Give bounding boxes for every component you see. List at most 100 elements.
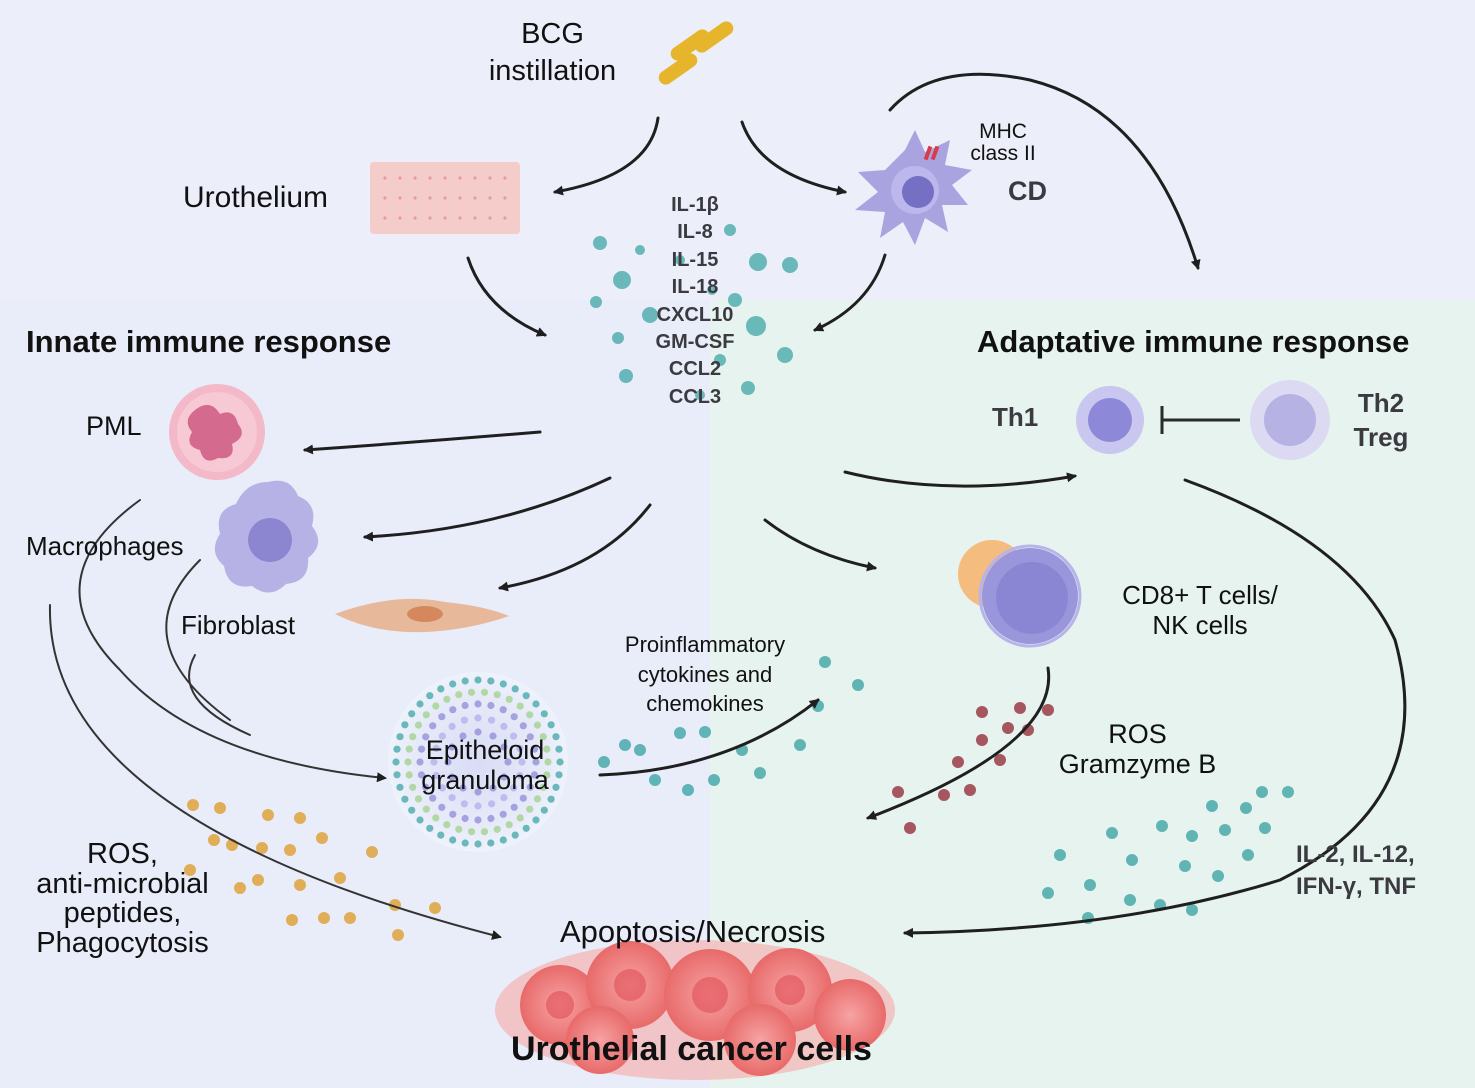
granuloma-dot: [426, 824, 434, 832]
urothelium-label: Urothelium: [183, 181, 329, 214]
granuloma-dot: [526, 783, 534, 791]
granuloma-dot: [504, 758, 512, 766]
granuloma-dot: [443, 821, 451, 829]
granuloma-dot: [489, 784, 497, 792]
granuloma-dot: [459, 784, 467, 792]
teal-dot: [1054, 849, 1066, 861]
granuloma-dot: [532, 700, 540, 708]
granuloma-dot: [518, 758, 526, 766]
gold-dot: [208, 834, 220, 846]
proinflammatory-line3: chemokines: [646, 691, 764, 716]
innate-ros-line3: peptides,: [63, 897, 182, 929]
th2-treg-cell-icon: [1250, 380, 1330, 460]
gold-dot: [429, 902, 441, 914]
apoptosis-label: Apoptosis/Necrosis: [560, 914, 826, 949]
teal-dot: [1124, 894, 1136, 906]
granuloma-dot: [438, 713, 446, 721]
granuloma-dot: [500, 794, 508, 802]
line-fibroblast-curve: [188, 654, 251, 736]
granuloma-dot: [500, 722, 508, 731]
cytokine-dots: [590, 224, 798, 400]
teal-dot: [1212, 870, 1224, 882]
granuloma-dot: [432, 744, 440, 753]
granuloma-dot: [488, 716, 496, 724]
granuloma-dot: [429, 794, 437, 802]
granuloma-dot: [533, 795, 542, 803]
granuloma-dots: [392, 676, 564, 848]
macrophages-label: Macrophages: [26, 531, 184, 561]
thin-arrows: [48, 499, 502, 940]
teal-dot: [674, 727, 686, 739]
pml-cell-icon: [169, 384, 265, 480]
granuloma-dot: [499, 706, 507, 714]
granuloma-dot: [422, 733, 430, 741]
maroon-dot: [938, 789, 950, 801]
granuloma-dot: [408, 806, 416, 814]
granuloma-dot: [532, 758, 540, 766]
granuloma-dot: [556, 758, 564, 766]
arrow-urothelium-to-cytokines: [466, 256, 547, 337]
granuloma-dot: [461, 701, 469, 710]
granuloma-dot: [488, 800, 496, 808]
gold-dot: [286, 914, 298, 926]
th2-treg-label: Th2 Treg: [1346, 386, 1416, 454]
arrow-bcg-to-dendritic: [740, 120, 847, 196]
granuloma-dot: [500, 773, 508, 781]
granuloma-dot: [449, 680, 457, 688]
granuloma-dot: [404, 758, 412, 766]
arrow-pml-to-granuloma: [78, 499, 387, 783]
granuloma-dot: [432, 772, 440, 780]
teal-dot: [1084, 879, 1096, 891]
granuloma-dot: [474, 728, 482, 736]
granuloma-dot: [393, 771, 401, 779]
granuloma-dot: [474, 788, 482, 796]
granuloma-dot: [489, 732, 497, 740]
granuloma-dot: [511, 685, 519, 693]
granuloma-dot: [422, 805, 430, 813]
granuloma-dot: [422, 711, 430, 719]
th2-label: Th2: [1357, 388, 1405, 418]
granuloma-dot: [543, 771, 551, 779]
granuloma-dot: [487, 701, 495, 710]
granuloma-dot: [416, 700, 424, 708]
adaptive-title: Adaptative immune response: [977, 324, 1410, 359]
granuloma-dot: [552, 733, 560, 741]
granuloma-dot: [487, 677, 495, 685]
gold-dot: [334, 872, 346, 884]
granuloma-dot: [449, 706, 457, 714]
granuloma-dot: [416, 816, 424, 824]
granuloma-dot: [396, 783, 404, 791]
granuloma-dot: [480, 828, 489, 836]
cytokine-item: CCL2: [668, 358, 722, 381]
bcg-bacteria-icon: [658, 21, 734, 85]
granuloma-dot: [409, 733, 417, 741]
pml-label: PML: [86, 411, 142, 441]
arrow-cd8-to-ros: [866, 666, 1051, 820]
maroon-dot: [976, 706, 988, 718]
granuloma-label: Epitheloid granuloma: [410, 735, 560, 795]
granuloma-dot: [444, 758, 452, 766]
arrow-granuloma-to-proinflammatory: [598, 698, 820, 777]
arrow-cytokines-to-fibroblast: [498, 503, 652, 592]
granuloma-dot: [493, 691, 501, 699]
granuloma-dot: [487, 814, 495, 823]
urothelium-tissue-icon: [370, 162, 520, 234]
teal-dot: [682, 784, 694, 796]
granuloma-dot: [438, 803, 446, 811]
arrow-bcg-to-urothelium: [553, 116, 660, 196]
cytokine-item: IL-1β: [671, 194, 719, 216]
granuloma-dot: [417, 745, 426, 753]
treg-label: Treg: [1353, 422, 1409, 452]
mhc-label: MHC class II: [958, 121, 1048, 165]
teal-dot: [1219, 824, 1231, 836]
granuloma-dot: [474, 714, 482, 722]
granuloma-dot: [547, 721, 555, 729]
granuloma-dot: [487, 839, 495, 847]
granuloma-dot: [511, 831, 519, 839]
gold-dot: [366, 846, 378, 858]
granuloma-dot: [393, 745, 401, 753]
fibroblast-cell-icon: [335, 598, 509, 633]
granuloma-dot: [516, 744, 524, 753]
